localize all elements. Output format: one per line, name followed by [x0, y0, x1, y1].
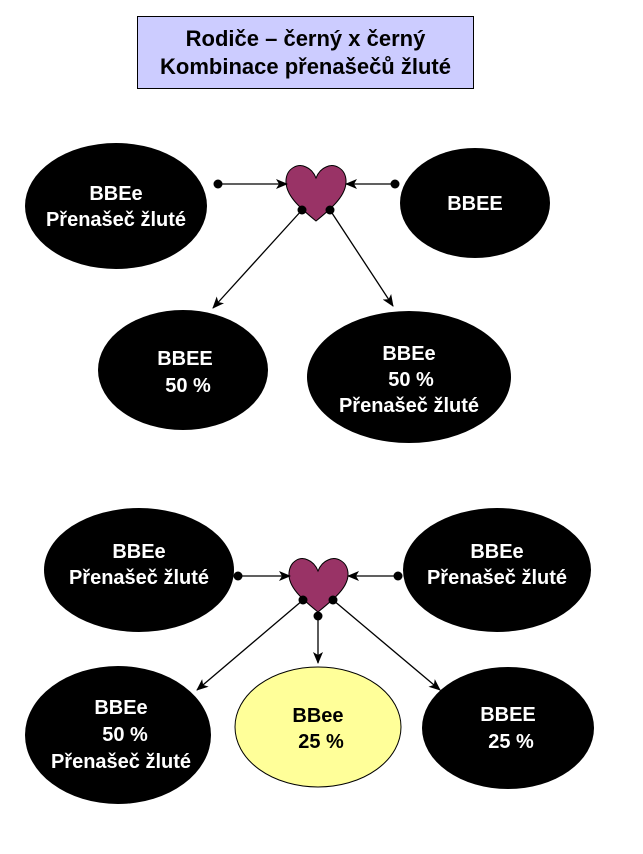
child-middle-node-2	[234, 666, 402, 788]
child-left-percent-2: 50 %	[102, 724, 148, 746]
parent-left-label-2: BBEe	[112, 541, 165, 563]
title-line-2: Kombinace přenašečů žluté	[160, 53, 451, 79]
child-middle-percent-2: 25 %	[298, 731, 344, 753]
arrow-child-right	[332, 599, 441, 691]
parent-left-label-1: BBEe	[89, 183, 142, 205]
parent-right-sublabel-2: Přenašeč žluté	[427, 567, 567, 589]
parent-left-sublabel-1: Přenašeč žluté	[46, 209, 186, 231]
child-left-label-2: BBEe	[94, 697, 147, 719]
child-left-node-2	[25, 666, 211, 804]
child-right-label-1: BBEe	[382, 343, 435, 365]
child-left-percent-1: 50 %	[165, 375, 211, 397]
child-right-sublabel-1: Přenašeč žluté	[339, 395, 479, 417]
parent-right-node-1	[400, 148, 550, 258]
child-right-percent-1: 50 %	[388, 369, 434, 391]
parent-right-node-2	[403, 508, 591, 632]
parent-right-label-2: BBEe	[470, 541, 523, 563]
diagram-2: BBEe Přenašeč žluté BBEe Přenašeč žluté …	[25, 508, 594, 804]
child-left-node-1	[98, 310, 268, 430]
title-box: Rodiče – černý x černý Kombinace přenaše…	[137, 16, 474, 89]
diagram-1: BBEe Přenašeč žluté BBEE BBEE 50 % BBEe …	[25, 143, 550, 443]
parent-left-sublabel-2: Přenašeč žluté	[69, 567, 209, 589]
child-right-percent-2: 25 %	[488, 731, 534, 753]
title-line-1: Rodiče – černý x černý	[185, 25, 426, 51]
child-right-label-2: BBEE	[480, 704, 536, 726]
parent-left-node-2	[44, 508, 234, 632]
arrow-child-left	[196, 599, 304, 691]
child-right-node-2	[422, 667, 594, 789]
heart-icon	[285, 165, 347, 222]
child-left-label-1: BBEE	[157, 348, 213, 370]
parent-right-label-1: BBEE	[447, 193, 503, 215]
arrow-child-left	[212, 209, 303, 309]
child-middle-label-2: BBee	[292, 705, 343, 727]
arrow-child-right	[329, 209, 394, 307]
parent-left-node-1	[25, 143, 207, 269]
child-right-node-1	[307, 311, 511, 443]
child-left-sublabel-2: Přenašeč žluté	[51, 751, 191, 773]
